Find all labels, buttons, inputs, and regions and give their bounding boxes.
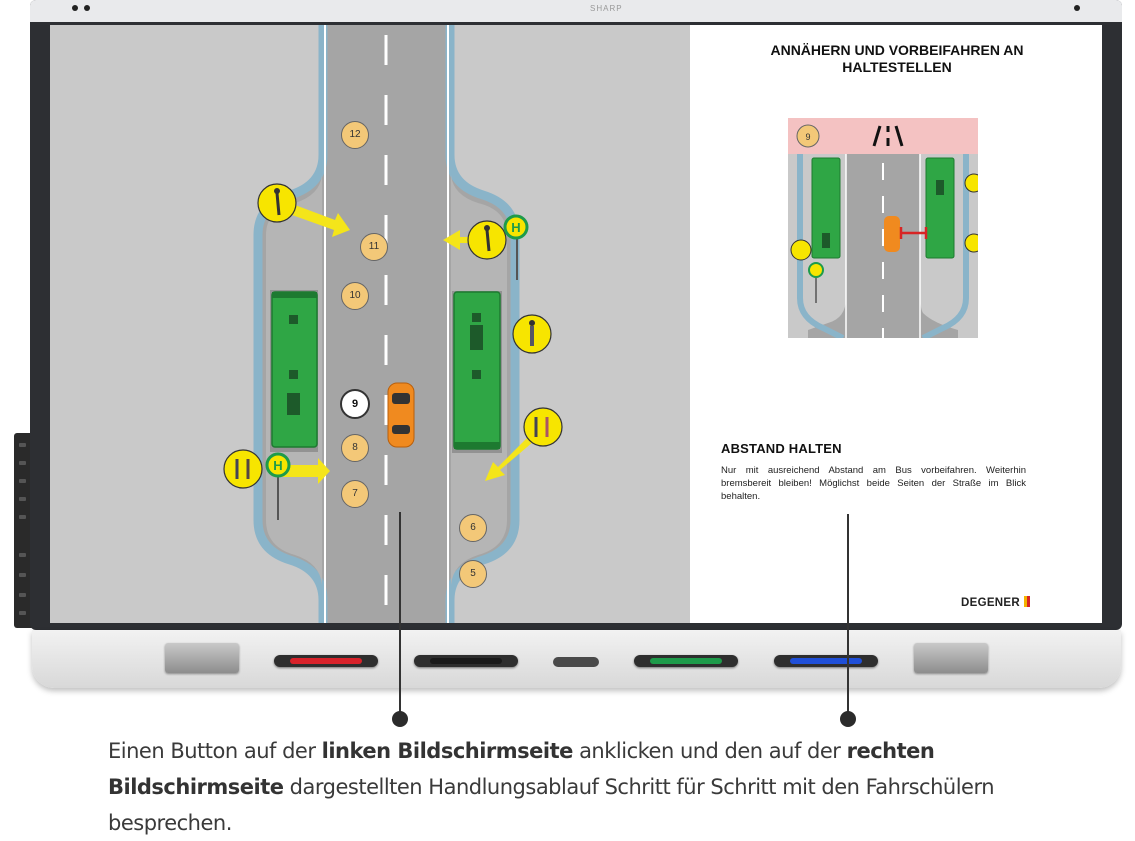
screen: H H 12 11 10 9 8 7 6 5 ANNÄHERN UND VORB… xyxy=(50,25,1102,623)
eraser-right[interactable] xyxy=(914,643,988,673)
pen-color-band xyxy=(290,658,362,664)
step-button-6[interactable]: 6 xyxy=(459,514,487,542)
side-button[interactable] xyxy=(19,461,26,465)
left-curb xyxy=(253,25,328,623)
camera-dot xyxy=(72,5,78,11)
brand-label: SHARP xyxy=(590,4,623,13)
pen-blue[interactable] xyxy=(774,655,878,667)
interactive-scene: H H 12 11 10 9 8 7 6 5 xyxy=(50,25,690,623)
step-label: 5 xyxy=(459,560,487,588)
bus-right xyxy=(452,291,502,453)
step-button-7[interactable]: 7 xyxy=(341,480,369,508)
pen-color-band xyxy=(650,658,722,664)
step-label: 7 xyxy=(341,480,369,508)
step-description: Nur mit ausreichend Abstand am Bus vorbe… xyxy=(721,465,1026,502)
pen-black[interactable] xyxy=(414,655,518,667)
publisher-logo: DEGENER xyxy=(961,596,1031,609)
caption-emphasis: rechten Bildschirmseite xyxy=(108,739,935,799)
pen-green[interactable] xyxy=(634,655,738,667)
bus-stop-signs: H H xyxy=(265,214,529,478)
pen-color-band xyxy=(430,658,502,664)
side-control-strip xyxy=(14,433,32,628)
pointer-line-right xyxy=(847,514,849,715)
side-button[interactable] xyxy=(19,443,26,447)
step-button-9[interactable]: 9 xyxy=(340,389,370,419)
eraser-left[interactable] xyxy=(165,643,239,673)
step-illustration-svg: 9 xyxy=(788,118,978,338)
step-label: 12 xyxy=(341,121,369,149)
step-button-5[interactable]: 5 xyxy=(459,560,487,588)
step-description-pane: ANNÄHERN UND VORBEIFAHREN AN HALTESTELLE… xyxy=(690,25,1102,623)
sensor-dot xyxy=(1074,5,1080,11)
side-port xyxy=(19,573,26,577)
caption-text: anklicken und den auf der xyxy=(572,739,847,763)
step-button-12[interactable]: 12 xyxy=(341,121,369,149)
step-button-10[interactable]: 10 xyxy=(341,282,369,310)
side-port xyxy=(19,553,26,557)
road-scene: H H xyxy=(223,25,563,623)
step-label: 6 xyxy=(459,514,487,542)
pedestrian-badges xyxy=(223,183,563,489)
pen-red[interactable] xyxy=(274,655,378,667)
tray-sensor xyxy=(553,657,599,667)
pointer-line-left xyxy=(399,512,401,715)
side-port xyxy=(19,611,26,615)
caption-emphasis: linken Bildschirmseite xyxy=(321,739,574,763)
step-label: 11 xyxy=(360,233,388,261)
warning-band xyxy=(788,118,978,154)
pen-color-band xyxy=(790,658,862,664)
page-title: ANNÄHERN UND VORBEIFAHREN AN HALTESTELLE… xyxy=(770,42,1024,75)
svg-text:H: H xyxy=(511,220,520,235)
step-label-active: 9 xyxy=(340,389,370,419)
top-bezel: SHARP xyxy=(30,0,1122,22)
side-button[interactable] xyxy=(19,497,26,501)
pointer-dot-right xyxy=(840,711,856,727)
step-label: 10 xyxy=(341,282,369,310)
side-port xyxy=(19,593,26,597)
caption: Einen Button auf der linken Bildschirmse… xyxy=(108,733,1108,841)
logo-text: DEGENER xyxy=(961,597,1020,609)
pointer-dot-left xyxy=(392,711,408,727)
step-button-8[interactable]: 8 xyxy=(341,434,369,462)
step-heading: ABSTAND HALTEN xyxy=(721,441,842,456)
bus-left xyxy=(270,290,318,452)
step-button-11[interactable]: 11 xyxy=(360,233,388,261)
thumb-step-badge: 9 xyxy=(805,132,810,142)
caption-text: Einen Button auf der xyxy=(108,739,322,763)
svg-text:H: H xyxy=(273,458,282,473)
camera-dot xyxy=(84,5,90,11)
side-button[interactable] xyxy=(19,479,26,483)
logo-mark xyxy=(1024,596,1031,607)
step-label: 8 xyxy=(341,434,369,462)
car xyxy=(387,382,415,448)
step-illustration: 9 xyxy=(788,118,978,338)
side-button[interactable] xyxy=(19,515,26,519)
